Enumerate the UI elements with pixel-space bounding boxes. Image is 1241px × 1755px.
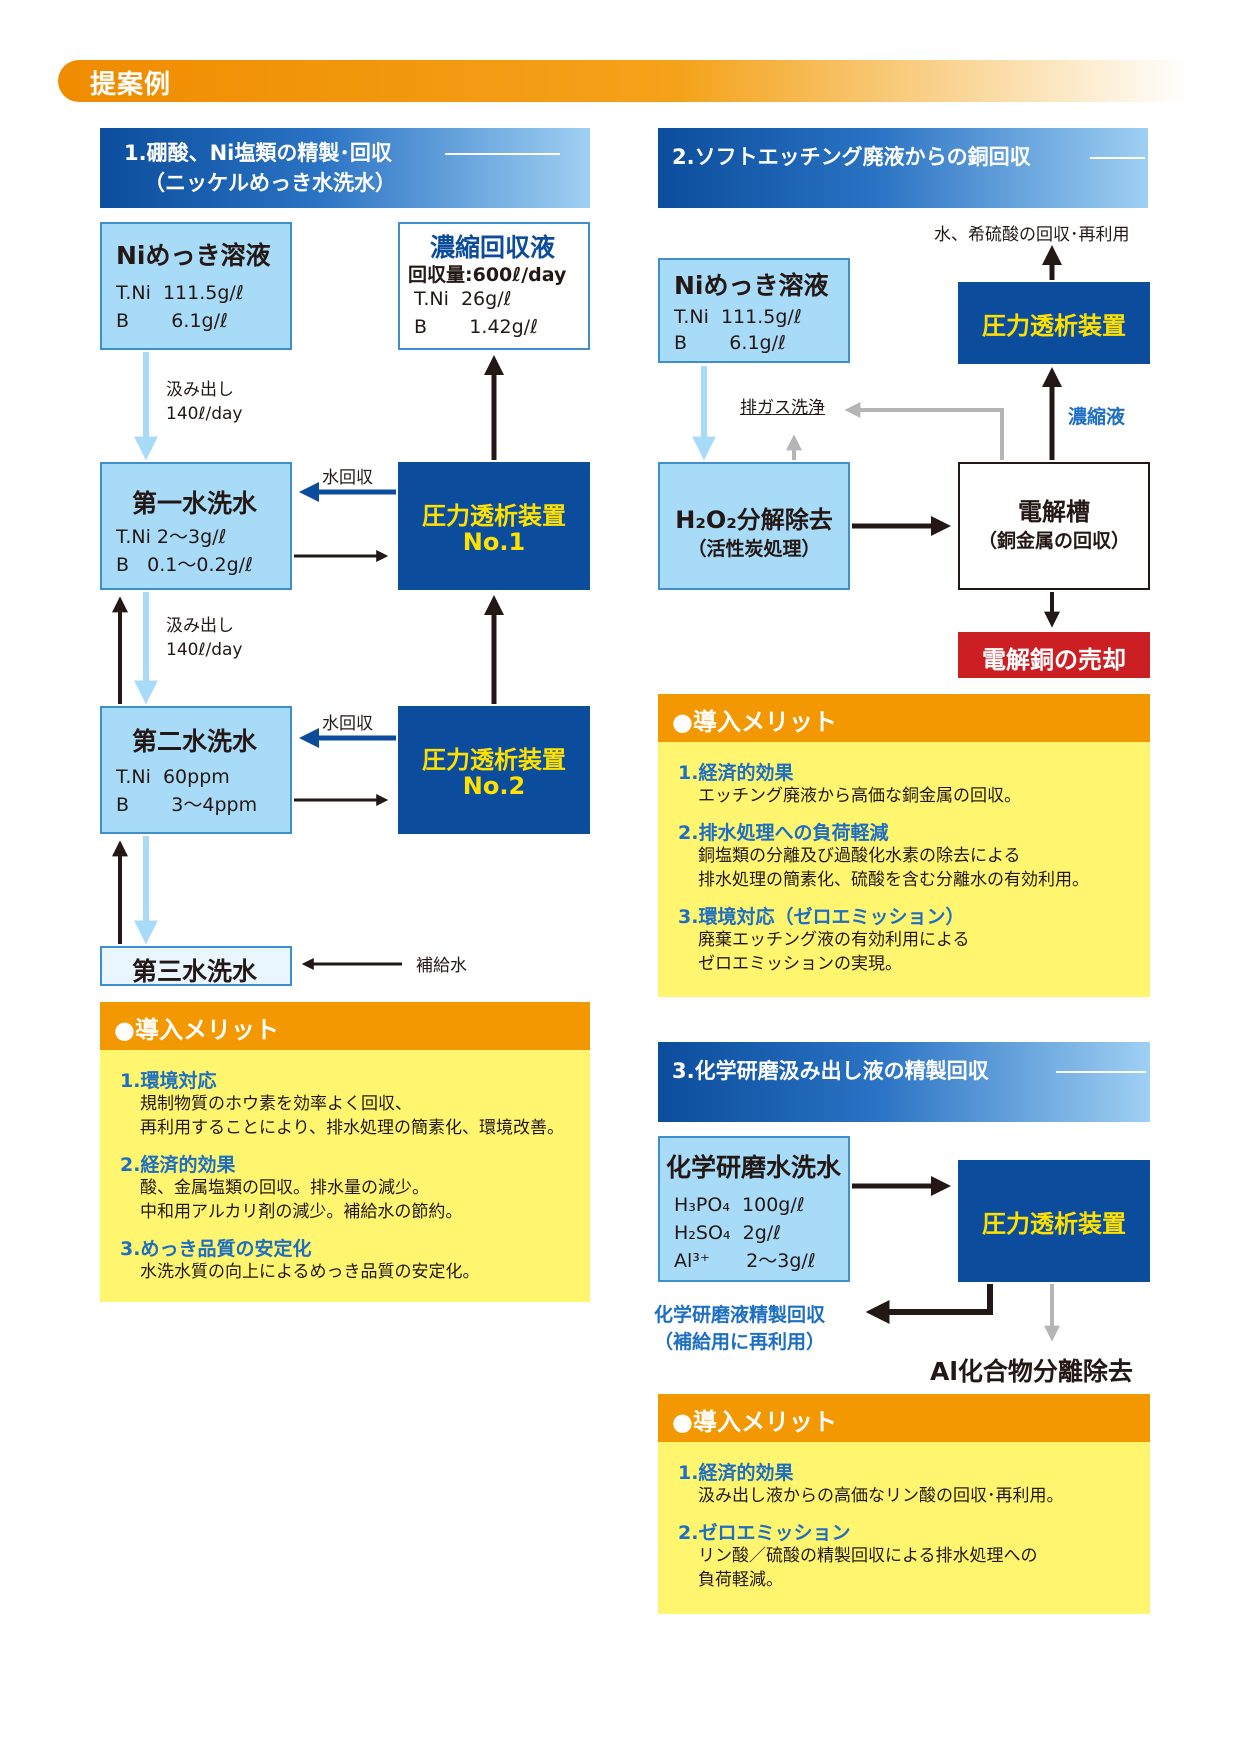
h2o2-removal-box: H₂O₂分解除去 （活性炭処理）: [658, 462, 850, 590]
section2-merit-head-2: 2.排水処理への負荷軽減: [678, 822, 889, 844]
section2-merit-head-3: 3.環境対応（ゼロエミッション）: [678, 906, 965, 928]
rinse2-box: 第二水洗水 T.Ni 60ppm B 3〜4ppm: [100, 706, 292, 834]
section1-merit-body-1: 規制物質のホウ素を効率よく回収、 再利用することにより、排水処理の簡素化、環境改…: [140, 1094, 564, 1138]
section3-header: 3.化学研磨汲み出し液の精製回収: [658, 1042, 1150, 1122]
section3-title: 3.化学研磨汲み出し液の精製回収: [672, 1059, 989, 1083]
section2-merit-title: ●導入メリット: [672, 708, 837, 736]
section3-merit-head-2: 2.ゼロエミッション: [678, 1522, 851, 1544]
section1-merit-head-1: 1.環境対応: [120, 1070, 217, 1092]
section1-merit-body-2: 酸、金属塩類の回収。排水量の減少。 中和用アルカリ剤の減少。補給水の節約。: [140, 1178, 463, 1222]
concentrate-title: 濃縮回収液: [430, 233, 556, 262]
section1-merit-header: ●導入メリット: [100, 1002, 590, 1050]
concentrate-spec-ni: T.Ni 26g/ℓ: [414, 288, 512, 310]
concentrate-spec-b: B 1.42g/ℓ: [414, 316, 538, 338]
electrolytic-cell-box: 電解槽 （銅金属の回収）: [958, 462, 1150, 590]
ni-plating-spec-ni: T.Ni 111.5g/ℓ: [116, 282, 244, 304]
section1-merit-body: 1.環境対応 規制物質のホウ素を効率よく回収、 再利用することにより、排水処理の…: [100, 1050, 590, 1302]
chem-polish-rinse-box: 化学研磨水洗水 H₃PO₄ 100g/ℓ H₂SO₄ 2g/ℓ Al³⁺ 2〜3…: [658, 1136, 850, 1282]
chem-polish-spec-al: Al³⁺ 2〜3g/ℓ: [674, 1250, 816, 1272]
ni-plating-title: Niめっき溶液: [116, 241, 271, 270]
section1-merit-title: ●導入メリット: [114, 1016, 279, 1044]
ni-plating-box: Niめっき溶液 T.Ni 111.5g/ℓ B 6.1g/ℓ: [100, 222, 292, 350]
section2-merit-body-1: エッチング廃液から高価な銅金属の回収。: [698, 786, 1021, 806]
rinse1-spec-ni: T.Ni 2〜3g/ℓ: [116, 526, 227, 548]
section1-header: 1.硼酸、Ni塩類の精製･回収 （ニッケルめっき水洗水）: [100, 128, 590, 208]
section3-title-rule: [1056, 1071, 1146, 1073]
section3-dialysis-box: 圧力透析装置: [958, 1160, 1150, 1282]
section1-title-rule: [445, 153, 560, 155]
water-recovery-label-1: 水回収: [322, 468, 373, 488]
h2o2-removal-title: H₂O₂分解除去: [675, 506, 833, 534]
chem-polish-spec-h3po4: H₃PO₄ 100g/ℓ: [674, 1194, 805, 1216]
copper-sale-box: 電解銅の売却: [958, 632, 1150, 678]
section3-merit-body-1: 汲み出し液からの高価なリン酸の回収･再利用。: [698, 1486, 1064, 1506]
section2-merit-header: ●導入メリット: [658, 694, 1150, 742]
dialysis-no1-label: 圧力透析装置: [422, 502, 566, 530]
section2-merit-body: 1.経済的効果 エッチング廃液から高価な銅金属の回収。 2.排水処理への負荷軽減…: [658, 742, 1150, 997]
dialysis-no1-number: No.1: [462, 528, 526, 556]
section2-plating-box: Niめっき溶液 T.Ni 111.5g/ℓ B 6.1g/ℓ: [658, 258, 850, 363]
rinse1-box: 第一水洗水 T.Ni 2〜3g/ℓ B 0.1〜0.2g/ℓ: [100, 462, 292, 590]
section2-plating-title: Niめっき溶液: [674, 271, 829, 300]
h2o2-removal-sub: （活性炭処理）: [687, 538, 821, 560]
section3-merit-title: ●導入メリット: [672, 1408, 837, 1436]
chem-polish-spec-h2so4: H₂SO₄ 2g/ℓ: [674, 1222, 782, 1244]
ni-plating-spec-b: B 6.1g/ℓ: [116, 310, 228, 332]
section1-merit-head-2: 2.経済的効果: [120, 1154, 236, 1176]
exhaust-scrub-label: 排ガス洗浄: [740, 398, 825, 418]
dragout-label-2: 汲み出し 140ℓ/day: [166, 616, 243, 660]
dragout-label-1: 汲み出し 140ℓ/day: [166, 380, 243, 424]
section3-merit-body-2: リン酸／硫酸の精製回収による排水処理への 負荷軽減。: [698, 1546, 1038, 1590]
rinse3-box: 第三水洗水: [100, 946, 292, 986]
polish-recovery-label: 化学研磨液精製回収 （補給用に再利用）: [654, 1304, 826, 1353]
section2-merit-head-1: 1.経済的効果: [678, 762, 794, 784]
makeup-water-label: 補給水: [416, 956, 467, 976]
copper-sale-label: 電解銅の売却: [982, 646, 1126, 674]
arrow-dialysis-to-recovery: [865, 1284, 993, 1324]
rinse3-title: 第三水洗水: [132, 957, 258, 986]
rinse1-spec-b: B 0.1〜0.2g/ℓ: [116, 554, 253, 576]
section1-merit-head-3: 3.めっき品質の安定化: [120, 1238, 312, 1260]
section1-merit-body-3: 水洗水質の向上によるめっき品質の安定化。: [140, 1262, 480, 1282]
rinse2-spec-ni: T.Ni 60ppm: [116, 766, 230, 788]
section2-title: 2.ソフトエッチング廃液からの銅回収: [672, 145, 1031, 169]
section2-merit-body-2: 銅塩類の分離及び過酸化水素の除去による 排水処理の簡素化、硫酸を含む分離水の有効…: [698, 846, 1089, 890]
section2-dialysis-box: 圧力透析装置: [958, 282, 1150, 364]
page-banner: [58, 60, 1188, 102]
top-recovery-label: 水、希硫酸の回収･再利用: [934, 225, 1130, 245]
section3-dialysis-label: 圧力透析装置: [982, 1210, 1126, 1238]
section3-merit-body: 1.経済的効果 汲み出し液からの高価なリン酸の回収･再利用。 2.ゼロエミッショ…: [658, 1442, 1150, 1614]
section1-title-line2: （ニッケルめっき水洗水）: [144, 171, 396, 195]
al-removal-label: Al化合物分離除去: [930, 1357, 1133, 1386]
rinse2-title: 第二水洗水: [132, 727, 258, 756]
section2-merit-body-3: 廃棄エッチング液の有効利用による ゼロエミッションの実現。: [698, 930, 970, 974]
dialysis-no2-box: 圧力透析装置 No.2: [398, 706, 590, 834]
dialysis-no2-number: No.2: [462, 772, 526, 800]
section2-plating-spec-ni: T.Ni 111.5g/ℓ: [674, 306, 802, 328]
section3-merit-header: ●導入メリット: [658, 1394, 1150, 1442]
rinse1-title: 第一水洗水: [132, 489, 258, 518]
arrow-cell-to-exhaust: [844, 402, 1004, 460]
electrolytic-cell-title: 電解槽: [1018, 498, 1090, 526]
section1-title-line1: 1.硼酸、Ni塩類の精製･回収: [124, 141, 392, 165]
section3-merit-head-1: 1.経済的効果: [678, 1462, 794, 1484]
water-recovery-label-2: 水回収: [322, 714, 373, 734]
dialysis-no2-label: 圧力透析装置: [422, 746, 566, 774]
section2-plating-spec-b: B 6.1g/ℓ: [674, 332, 786, 354]
electrolytic-cell-sub: （銅金属の回収）: [977, 530, 1130, 552]
section2-dialysis-label: 圧力透析装置: [982, 312, 1126, 340]
rinse2-spec-b: B 3〜4ppm: [116, 794, 258, 816]
section2-title-rule: [1090, 157, 1145, 159]
dialysis-no1-box: 圧力透析装置 No.1: [398, 462, 590, 590]
concentrate-rate: 回収量:600ℓ/day: [408, 264, 567, 286]
concentrate-liquid-label: 濃縮液: [1068, 406, 1126, 428]
section2-header: 2.ソフトエッチング廃液からの銅回収: [658, 128, 1148, 208]
chem-polish-rinse-title: 化学研磨水洗水: [666, 1153, 842, 1182]
concentrate-box: 濃縮回収液 回収量:600ℓ/day T.Ni 26g/ℓ B 1.42g/ℓ: [398, 222, 590, 350]
page-title: 提案例: [90, 70, 172, 100]
